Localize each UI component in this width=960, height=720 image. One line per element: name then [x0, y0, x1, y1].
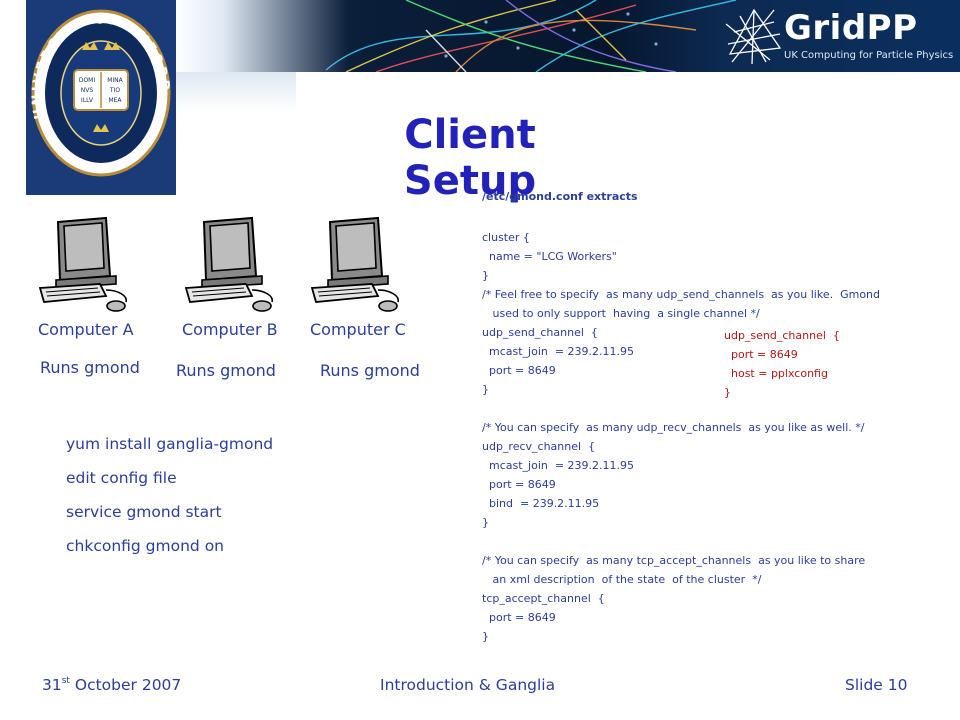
crown-icons	[82, 42, 120, 132]
gridpp-tagline: UK Computing for Particle Physics	[784, 50, 954, 61]
oxford-book-2: NVS	[81, 87, 94, 94]
oxford-book-1: DOMI	[79, 77, 96, 84]
banner-fade	[176, 72, 296, 112]
footer-date-rest: October 2007	[69, 676, 182, 694]
grid-globe-icon	[725, 8, 782, 65]
oxford-book-6: MEA	[108, 97, 122, 104]
computer-c-label: Computer C	[310, 320, 406, 339]
gridpp-logo	[722, 4, 958, 66]
config-alt-send-channel: udp_send_channel { port = 8649 host = pp…	[724, 329, 840, 399]
footer-date-day: 31	[42, 676, 62, 694]
page-title: Client Setup	[403, 112, 537, 204]
gridpp-name: GridPP	[784, 8, 918, 48]
command-chkconfig: chkconfig gmond on	[66, 537, 224, 555]
computer-icon	[185, 217, 274, 312]
command-edit-config: edit config file	[66, 469, 177, 487]
computer-icon	[311, 217, 400, 312]
footer-presentation-title: Introduction & Ganglia	[380, 676, 556, 694]
computer-a-label: Computer A	[38, 320, 134, 339]
computer-icon	[39, 217, 128, 312]
footer-date: 31st October 2007	[42, 676, 181, 694]
oxford-book-3: ILLV	[81, 97, 94, 104]
config-heading: /etc/gmond.conf extracts	[482, 190, 638, 203]
oxford-logo: DOMI NVS ILLV MINA TIO MEA UNIVERSITY OF…	[26, 0, 176, 195]
computer-a-role: Runs gmond	[40, 358, 140, 377]
computer-c-role: Runs gmond	[320, 361, 420, 380]
oxford-book-5: TIO	[109, 87, 120, 94]
computer-b-label: Computer B	[182, 320, 278, 339]
computer-b-role: Runs gmond	[176, 361, 276, 380]
command-install: yum install ganglia-gmond	[66, 435, 274, 453]
footer-date-suffix: st	[61, 676, 70, 686]
command-service-start: service gmond start	[66, 503, 222, 521]
header-banner	[176, 0, 960, 72]
config-code-block: cluster { name = "LCG Workers" } /* Feel…	[482, 231, 880, 643]
oxford-book-4: MINA	[107, 77, 123, 84]
footer-slide-number: Slide 10	[845, 676, 908, 694]
